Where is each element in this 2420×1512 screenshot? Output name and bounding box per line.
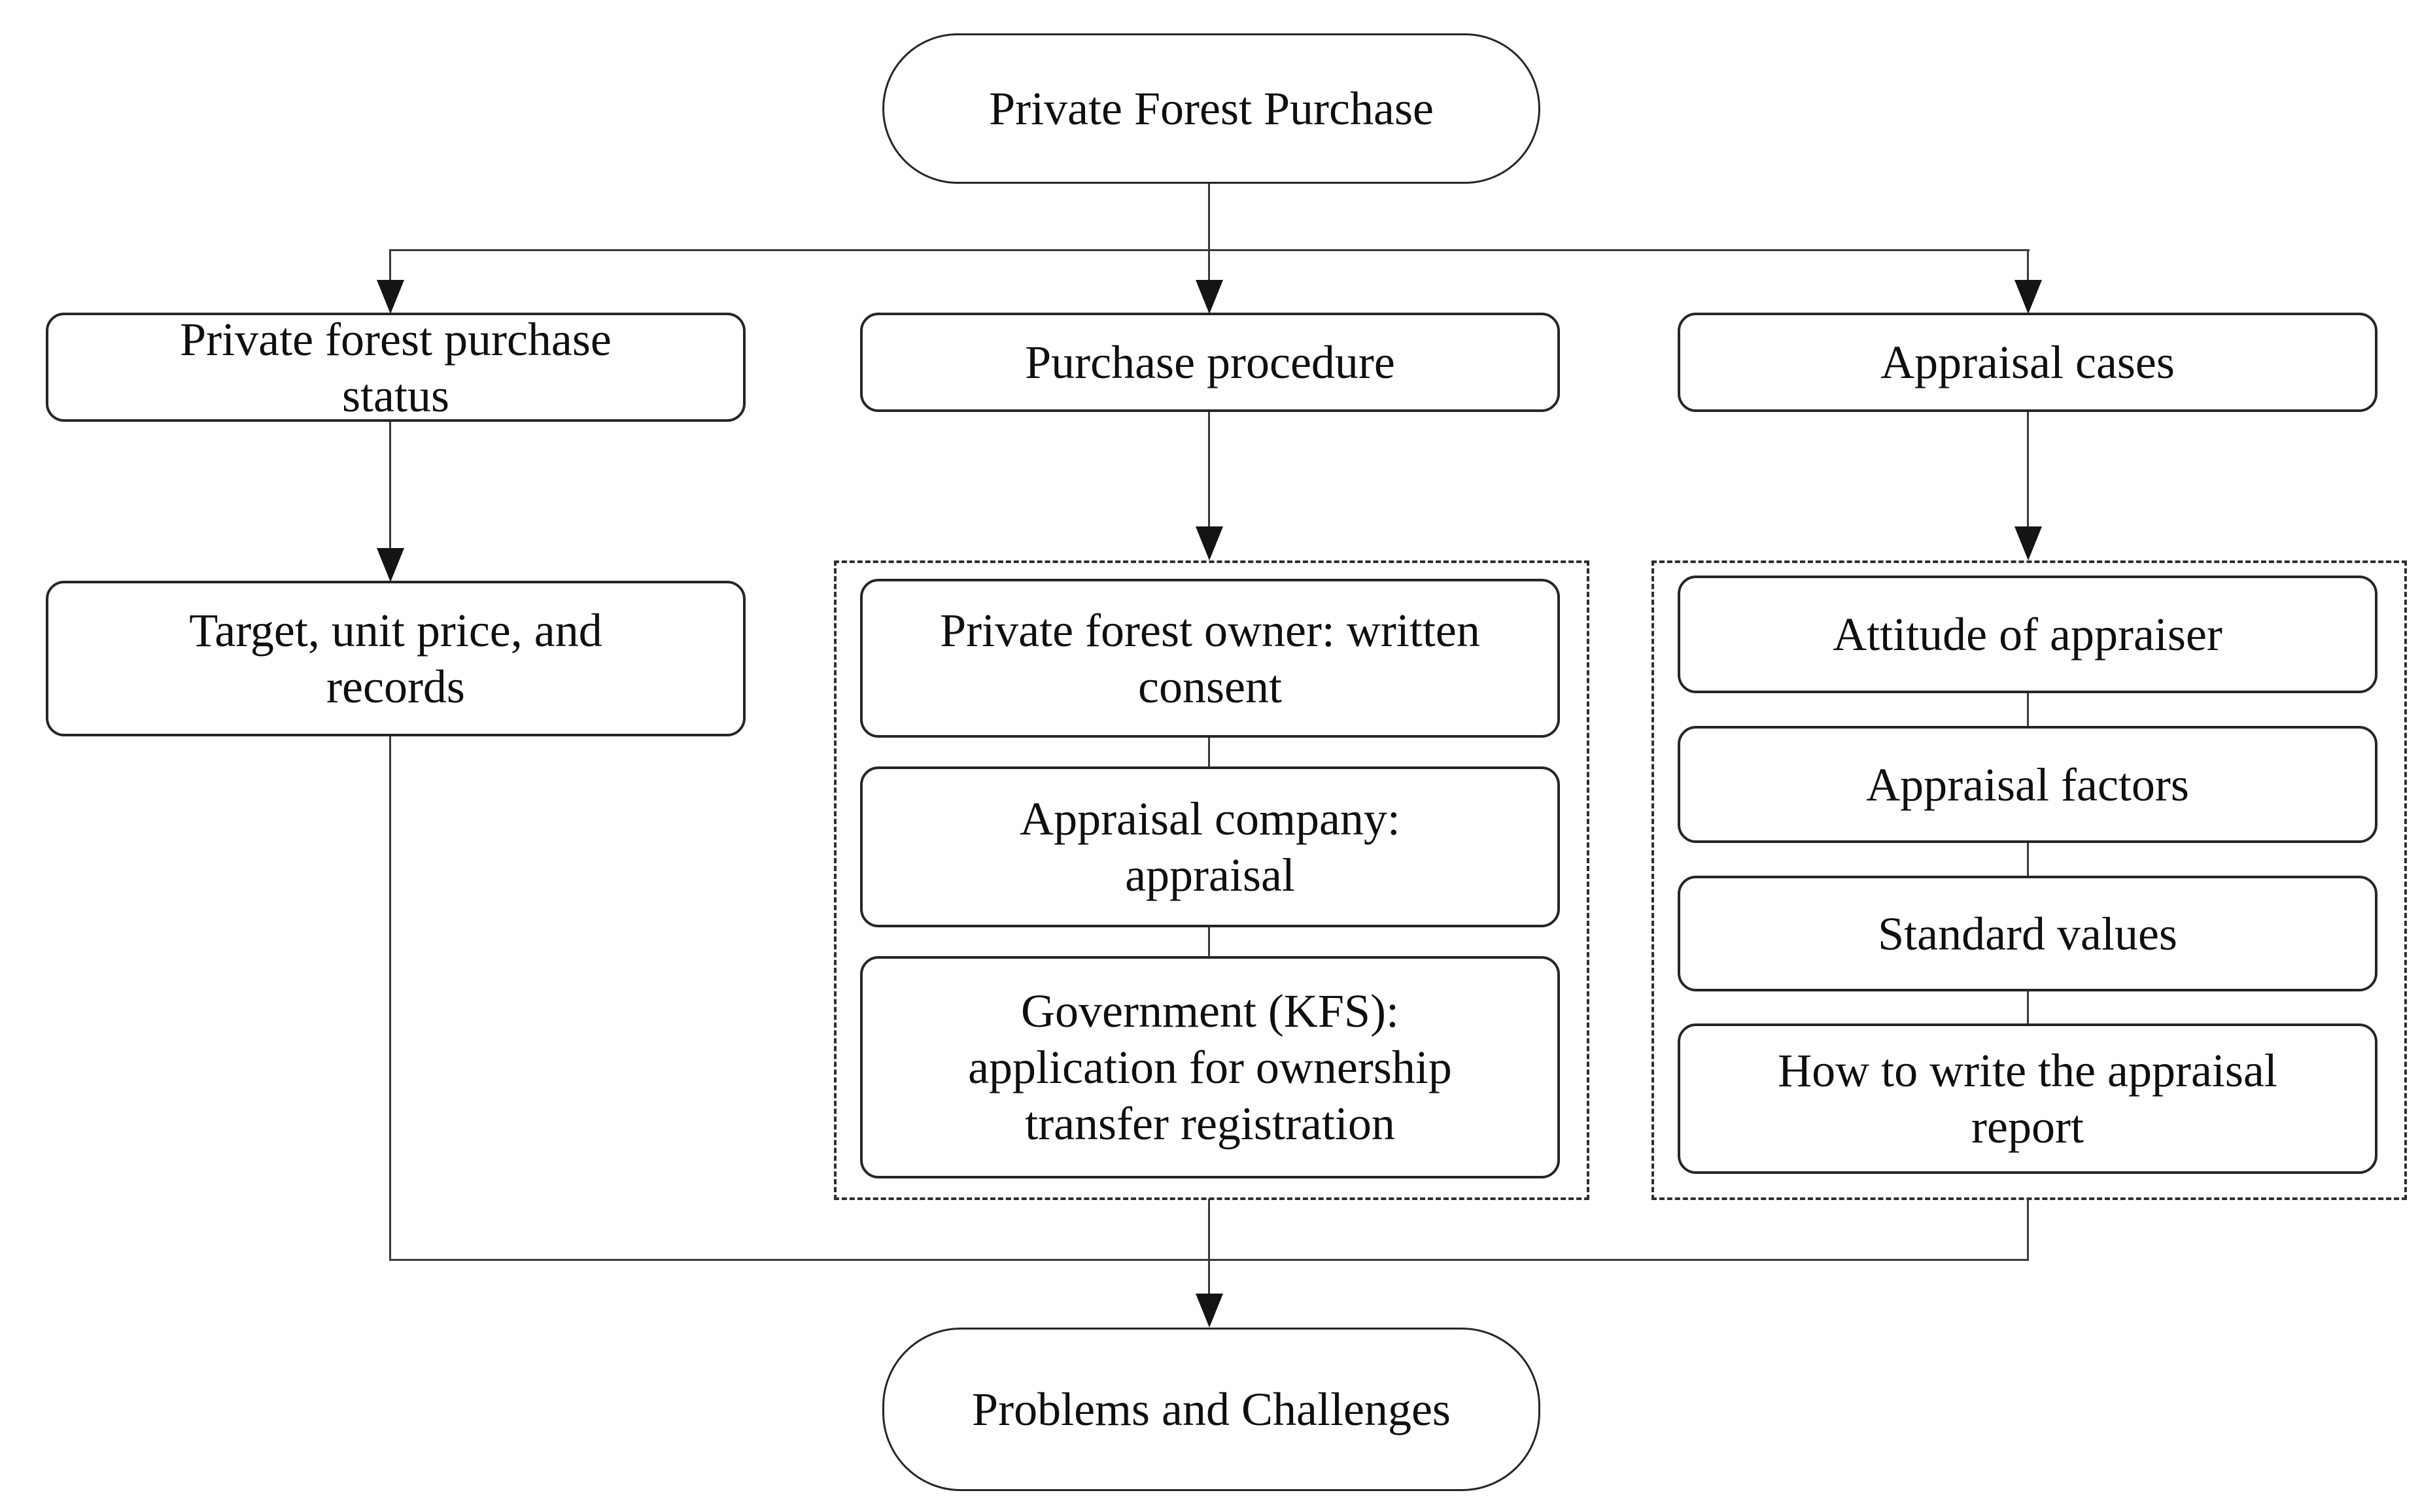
connector-drop-right: [2027, 249, 2029, 285]
node-label-line: Appraisal factors: [1866, 758, 2189, 811]
node-label-line: records: [326, 661, 465, 713]
node-label-line: Private forest purchase: [180, 313, 612, 366]
node-label-line: Private Forest Purchase: [989, 82, 1434, 135]
node-label-line: How to write the appraisal: [1778, 1044, 2277, 1097]
connector-drop-middle: [1208, 249, 1210, 285]
node-label-line: consent: [1138, 660, 1282, 713]
node-label-line: transfer registration: [1025, 1097, 1395, 1150]
node-owner-written-consent: Private forest owner: written consent: [860, 579, 1560, 738]
arrowhead-into-cases-group: [2014, 526, 2042, 560]
node-label-line: Appraisal cases: [1880, 336, 2175, 388]
connector-consent-to-company: [1208, 736, 1210, 768]
arrowhead-into-status-header: [377, 280, 404, 314]
connector-cases-to-group: [2027, 411, 2029, 528]
group-appraisal-cases: [1651, 560, 2407, 1200]
arrowhead-into-procedure-header: [1196, 280, 1223, 314]
node-private-forest-purchase: Private Forest Purchase: [882, 33, 1540, 184]
node-government-kfs-registration: Government (KFS): application for owners…: [860, 956, 1560, 1178]
node-label-line: Problems and Challenges: [972, 1383, 1451, 1435]
connector-status-to-target: [389, 421, 391, 551]
node-attitude-of-appraiser: Attitude of appraiser: [1678, 576, 2377, 693]
node-label-line: application for ownership: [968, 1041, 1452, 1093]
arrowhead-into-cases-header: [2014, 280, 2042, 314]
node-label-line: appraisal: [1125, 849, 1295, 901]
node-label-line: status: [341, 369, 449, 422]
connector-merge-left: [389, 735, 391, 1261]
connector-company-to-government: [1208, 926, 1210, 957]
node-label-line: Appraisal company:: [1020, 793, 1400, 845]
connector-attitude-to-factors: [2027, 692, 2029, 727]
group-purchase-procedure: [834, 560, 1589, 1200]
connector-root-stem: [1208, 182, 1210, 250]
node-label-line: Target, unit price, and: [189, 604, 602, 657]
node-appraisal-factors: Appraisal factors: [1678, 726, 2377, 843]
connector-drop-left: [389, 249, 391, 285]
node-appraisal-cases: Appraisal cases: [1678, 313, 2377, 412]
node-label-line: Attitude of appraiser: [1833, 608, 2222, 661]
connector-merge-middle: [1208, 1199, 1210, 1261]
node-problems-and-challenges: Problems and Challenges: [882, 1328, 1540, 1491]
node-label-line: Government (KFS):: [1021, 985, 1399, 1037]
node-target-unit-price-records: Target, unit price, and records: [46, 581, 746, 736]
arrowhead-into-procedure-group: [1196, 526, 1223, 560]
node-appraisal-company-appraisal: Appraisal company: appraisal: [860, 766, 1560, 927]
node-standard-values: Standard values: [1678, 876, 2377, 991]
arrowhead-into-problems: [1196, 1294, 1223, 1328]
connector-merge-right: [2027, 1199, 2029, 1261]
node-private-forest-purchase-status: Private forest purchase status: [46, 313, 746, 422]
node-purchase-procedure: Purchase procedure: [860, 313, 1560, 412]
arrowhead-into-target: [377, 548, 404, 582]
node-label-line: Private forest owner: written: [940, 604, 1480, 657]
connector-procedure-to-group: [1208, 411, 1210, 528]
connector-factors-to-standard: [2027, 842, 2029, 877]
connector-standard-to-report: [2027, 990, 2029, 1025]
node-how-to-write-appraisal-report: How to write the appraisal report: [1678, 1023, 2377, 1174]
connector-stem-to-problems: [1208, 1259, 1210, 1297]
node-label-line: Purchase procedure: [1025, 336, 1395, 388]
node-label-line: report: [1971, 1101, 2084, 1153]
node-label-line: Standard values: [1878, 907, 2177, 960]
